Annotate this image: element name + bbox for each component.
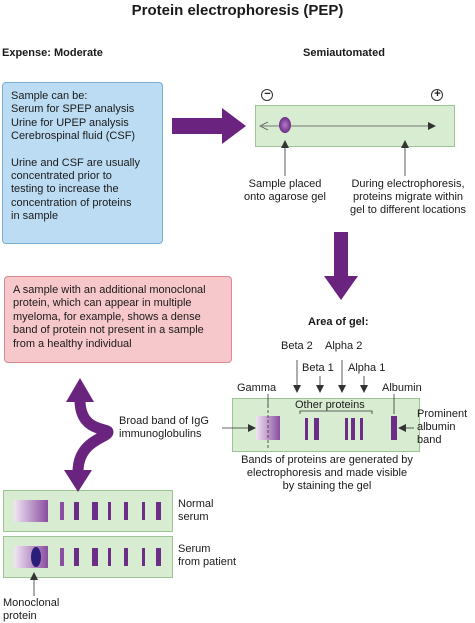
- other-proteins-bracket: [299, 410, 373, 414]
- area-of-gel-label: Area of gel:: [308, 316, 369, 328]
- gamma-label: Gamma: [237, 382, 277, 394]
- sample-spot: [279, 117, 291, 133]
- patient-serum-label: Serum from patient: [178, 543, 236, 569]
- down-arrow-icon: [64, 470, 92, 492]
- patient-band: [60, 548, 64, 566]
- normal-serum-label: Normal serum: [178, 498, 213, 524]
- normal-band: [92, 502, 98, 520]
- sample-line: testing to increase the: [11, 183, 119, 196]
- normal-band: [156, 502, 161, 520]
- sample-line: Sample can be:: [11, 90, 88, 102]
- patient-serum-line: Serum: [178, 543, 211, 555]
- normal-serum-line: Normal: [178, 498, 214, 510]
- sample-line: Cerebrospinal fluid (CSF): [11, 130, 136, 143]
- albumin-label: Albumin: [382, 382, 422, 394]
- bands-caption-line: Bands of proteins are generated by: [241, 454, 413, 466]
- patient-band: [142, 548, 145, 566]
- monoclonal-protein-line: Monoclonal: [3, 597, 60, 609]
- up-arrow-icon: [66, 378, 94, 402]
- automation-label: Semiautomated: [303, 47, 385, 59]
- sample-placed-label: Sample placed onto agarose gel: [233, 178, 337, 204]
- patient-band: [124, 548, 128, 566]
- monoclonal-info-box: A sample with an additional monoclonal p…: [4, 276, 232, 363]
- normal-band: [60, 502, 64, 520]
- bands-caption-line: electrophoresis and made visible: [246, 467, 408, 479]
- albumin-band-line: albumin: [417, 421, 456, 433]
- plus-electrode-icon: [431, 89, 443, 101]
- sample-info-box: Sample can be: Serum for SPEP analysis U…: [2, 82, 163, 244]
- curved-arrow: [72, 399, 114, 473]
- during-line: During electrophoresis,: [351, 178, 465, 190]
- sample-line: Urine for UPEP analysis: [11, 116, 129, 129]
- minus-electrode-icon: [261, 89, 273, 101]
- expense-label: Expense: Moderate: [2, 47, 103, 59]
- sample-line: in sample: [11, 210, 59, 223]
- alpha1-band: [360, 418, 363, 440]
- monoclonal-line: band of protein not present in a sample: [13, 324, 204, 337]
- sample-placed-line: onto agarose gel: [244, 191, 326, 203]
- normal-band: [74, 502, 79, 520]
- alpha2-band-b: [351, 418, 355, 440]
- albumin-band-line: Prominent: [417, 408, 468, 420]
- monoclonal-line: from a healthy individual: [13, 337, 132, 350]
- other-proteins-label: Other proteins: [295, 399, 365, 411]
- patient-band: [92, 548, 98, 566]
- monoclonal-line: myeloma, for example, shows a dense: [13, 310, 201, 323]
- page-title: Protein electrophoresis (PEP): [131, 2, 344, 19]
- during-electrophoresis-label: During electrophoresis, proteins migrate…: [343, 178, 473, 217]
- during-line: proteins migrate within: [352, 191, 464, 203]
- monoclonal-line: A sample with an additional monoclonal: [13, 284, 206, 296]
- beta2-label: Beta 2: [281, 340, 313, 352]
- beta1-label: Beta 1: [302, 362, 334, 374]
- normal-serum-line: serum: [178, 511, 209, 523]
- monoclonal-line: protein, which can appear in multiple: [13, 297, 192, 310]
- plus-sign: +: [434, 88, 441, 100]
- alpha2-label: Alpha 2: [325, 340, 363, 352]
- normal-band: [124, 502, 128, 520]
- albumin-band: [391, 416, 397, 440]
- patient-band: [156, 548, 161, 566]
- albumin-band-line: band: [417, 434, 442, 446]
- during-line: gel to different locations: [350, 204, 466, 216]
- alpha2-band-a: [345, 418, 348, 440]
- normal-band: [108, 502, 111, 520]
- right-arrow-icon: [172, 108, 246, 144]
- normal-gamma-band: [14, 500, 48, 522]
- sample-line: Urine and CSF are usually: [11, 156, 141, 169]
- patient-band: [108, 548, 111, 566]
- monoclonal-protein-line: protein: [3, 610, 37, 622]
- albumin-band-label: Prominent albumin band: [417, 408, 467, 447]
- normal-band: [142, 502, 145, 520]
- igg-line: immunoglobulins: [119, 428, 202, 440]
- patient-serum-line: from patient: [178, 556, 237, 568]
- sample-line: concentrated prior to: [11, 170, 112, 183]
- igg-line: Broad band of IgG: [119, 415, 209, 427]
- bands-caption-line: by staining the gel: [282, 480, 372, 492]
- patient-band: [74, 548, 79, 566]
- sample-placed-line: Sample placed: [248, 178, 322, 190]
- beta2-band: [305, 418, 308, 440]
- bands-caption: Bands of proteins are generated by elect…: [222, 454, 432, 493]
- minus-sign: −: [264, 88, 271, 100]
- beta1-band: [314, 418, 319, 440]
- monoclonal-protein-label: Monoclonal protein: [3, 597, 59, 623]
- monoclonal-spike: [31, 547, 41, 567]
- sample-line: concentration of proteins: [11, 196, 132, 209]
- down-arrow-icon: [324, 232, 358, 300]
- sample-line: Serum for SPEP analysis: [11, 103, 135, 116]
- igg-label: Broad band of IgG immunoglobulins: [119, 415, 209, 441]
- alpha1-label: Alpha 1: [348, 362, 386, 374]
